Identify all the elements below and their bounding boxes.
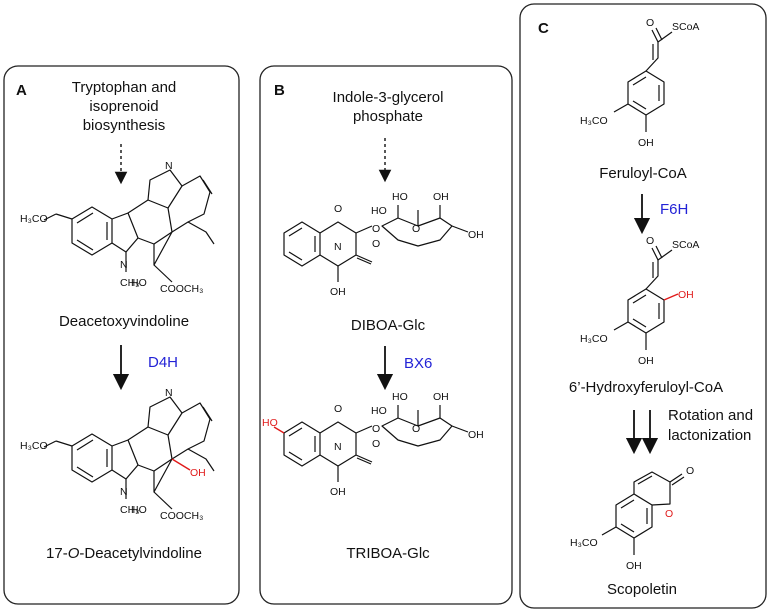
feruloyl-coa-structure — [613, 27, 673, 132]
panel-a-precursor-line1: Tryptophan and — [72, 79, 177, 96]
panel-b-frame — [259, 65, 513, 605]
panel-b-product: TRIBOA-Glc — [346, 545, 430, 562]
panel-a-new-oh-bond — [171, 458, 191, 471]
panel-c-substrate: Feruloyl-CoA — [599, 165, 687, 182]
deacetoxyvindoline-structure — [43, 169, 215, 283]
diboa-glc-structure — [283, 205, 469, 282]
panel-c-frame — [519, 3, 767, 609]
atom-o-b2-pyran: O — [412, 423, 420, 435]
atom-h3co-a1: H₃CO — [20, 213, 48, 225]
atom-ho-a2: HO — [131, 504, 147, 516]
atom-o-b1-ring: O — [334, 203, 342, 215]
atom-oh-c3: OH — [626, 560, 642, 572]
atom-oh-b1-n: OH — [330, 286, 346, 298]
atom-o-c2: O — [646, 235, 654, 247]
atom-oh-b2-n: OH — [330, 486, 346, 498]
atom-scoa-c1: SCoA — [672, 21, 699, 33]
atom-h3co-c2: H₃CO — [580, 333, 608, 345]
atom-ho-a1: HO — [131, 277, 147, 289]
atom-o-b2-link: O — [372, 423, 380, 435]
atom-cooch3-a1: COOCH₃ — [160, 283, 203, 295]
atom-oh-red-c2: OH — [678, 289, 694, 301]
panel-c-intermediate: 6’-Hydroxyferuloyl-CoA — [569, 379, 723, 396]
atom-n-b2: N — [334, 441, 342, 453]
atom-ch3-a1: CH₃ — [120, 277, 139, 289]
atom-ho-red-b2: HO — [262, 417, 278, 429]
atom-oh-b1-d: OH — [468, 229, 484, 241]
panel-b-enzyme: BX6 — [404, 355, 432, 372]
atom-scoa-c2: SCoA — [672, 239, 699, 251]
panel-a-letter: A — [16, 82, 27, 99]
atom-cooch3-a2: COOCH₃ — [160, 510, 203, 522]
atom-o-red-c3: O — [665, 508, 673, 520]
panel-b-substrate: DIBOA-Glc — [351, 317, 426, 334]
atom-h3co-c1: H₃CO — [580, 115, 608, 127]
atom-o-c3-keto: O — [686, 465, 694, 477]
atom-ho-b1-a: HO — [371, 205, 387, 217]
panel-a-product: 17-O-Deacetylvindoline — [46, 545, 202, 562]
atom-n-a1: N — [120, 259, 128, 271]
panel-c: C O SCoA H₃CO OH Feruloyl-CoA F6H — [519, 3, 767, 609]
atom-oh-b2-d: OH — [468, 429, 484, 441]
panel-a-enzyme: D4H — [148, 354, 178, 371]
atom-n-a2: N — [120, 486, 128, 498]
atom-o-b1-link: O — [372, 223, 380, 235]
panel-c-product: Scopoletin — [607, 581, 677, 598]
panel-a: A Tryptophan and isoprenoid biosynthesis… — [3, 65, 240, 605]
atom-o-b2-ring: O — [334, 403, 342, 415]
atom-o-b1-pyran: O — [412, 223, 420, 235]
panel-c-step-line1: Rotation and — [668, 407, 753, 424]
triboa-glc-structure — [283, 405, 469, 482]
panel-c-enzyme: F6H — [660, 201, 688, 218]
panel-b-precursor-line2: phosphate — [353, 108, 423, 125]
scopoletin-structure — [601, 471, 685, 555]
atom-ho-b2-b: HO — [392, 391, 408, 403]
atom-n-a1-top: N — [165, 160, 173, 172]
atom-n-a2-top: N — [165, 387, 173, 399]
atom-ho-b1-b: HO — [392, 191, 408, 203]
panel-c-letter: C — [538, 20, 549, 37]
atom-h3co-c3: H₃CO — [570, 537, 598, 549]
atom-oh-c1: OH — [638, 137, 654, 149]
panel-a-frame — [3, 65, 240, 605]
atom-o-c1: O — [646, 17, 654, 29]
atom-oh-b2-c: OH — [433, 391, 449, 403]
atom-o-b1-keto: O — [372, 238, 380, 250]
panel-a-precursor-line3: biosynthesis — [83, 117, 166, 134]
panel-c-new-oh-bond — [663, 293, 679, 301]
panel-b: B Indole-3-glycerol phosphate O N O OH O… — [259, 65, 513, 605]
atom-oh-b1-c: OH — [433, 191, 449, 203]
deacetylvindoline-structure — [43, 396, 215, 510]
panel-a-precursor-line2: isoprenoid — [89, 98, 158, 115]
atom-ch3-a2: CH₃ — [120, 504, 139, 516]
panel-b-new-oh-bond — [273, 426, 285, 434]
panel-a-substrate: Deacetoxyvindoline — [59, 313, 189, 330]
hydroxyferuloyl-coa-structure — [613, 245, 673, 350]
atom-ho-b2-a: HO — [371, 405, 387, 417]
panel-c-step-line2: lactonization — [668, 427, 751, 444]
atom-oh-c2: OH — [638, 355, 654, 367]
atom-n-b1: N — [334, 241, 342, 253]
panel-b-precursor-line1: Indole-3-glycerol — [333, 89, 444, 106]
atom-o-b2-keto: O — [372, 438, 380, 450]
atom-oh-red-a2: OH — [190, 467, 206, 479]
panel-b-letter: B — [274, 82, 285, 99]
atom-h3co-a2: H₃CO — [20, 440, 48, 452]
